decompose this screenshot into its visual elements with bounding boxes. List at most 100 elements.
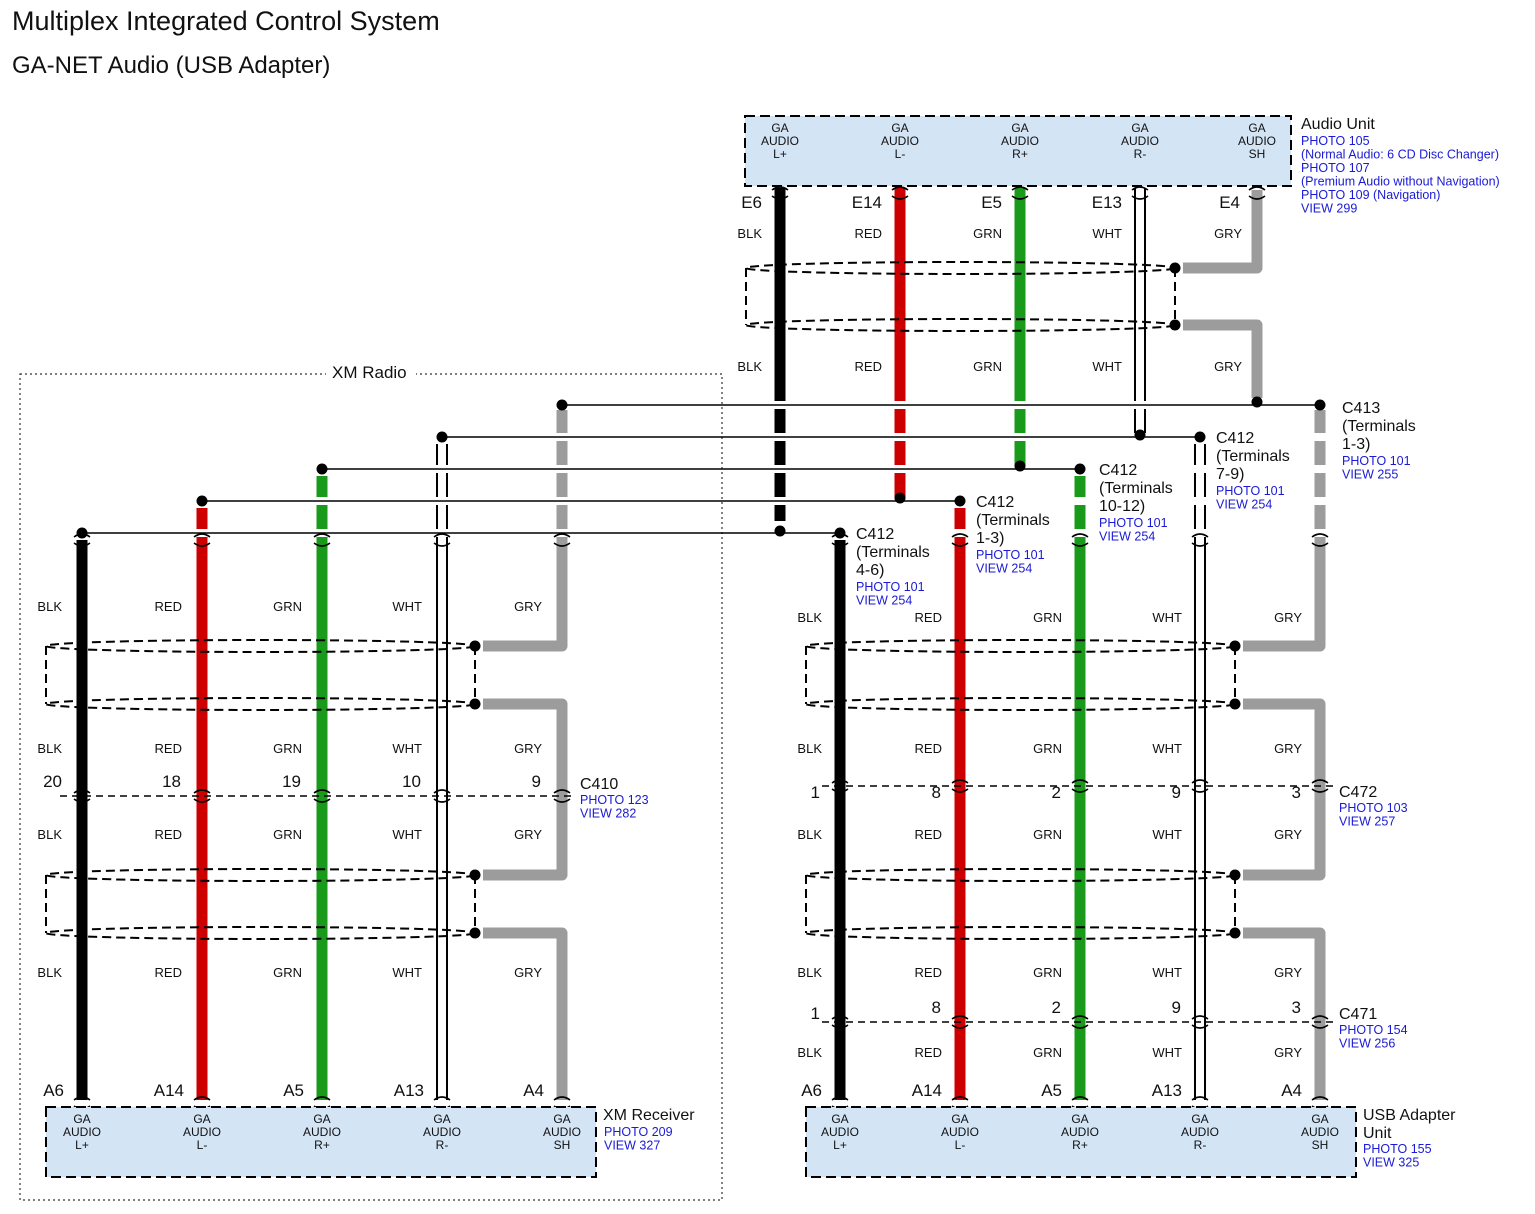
- xm-upper-shield-bottom-ring: [45, 697, 476, 711]
- usb-adapter-pin-marks-mark-1-upper: [831, 1096, 849, 1101]
- audio-color-upper-blk: BLK: [737, 226, 762, 241]
- audio-unit-ref-5: PHOTO 109 (Navigation): [1301, 188, 1440, 202]
- usb-top-marks-mark-3-lower: [1071, 542, 1089, 547]
- xm-upper-shield-drain-top-dot: [469, 640, 481, 652]
- audio-unit-box: [744, 115, 1292, 187]
- audio-unit-name: Audio Unit: [1301, 116, 1375, 133]
- usb-adapter-terminal-4-line-1: GA: [1191, 1112, 1208, 1126]
- xm-color-label-row-3-wht: WHT: [392, 827, 422, 842]
- usb-upper-shield-drain-bottom-dot: [1229, 698, 1241, 710]
- splice-1-ref-1: PHOTO 101: [1342, 454, 1411, 468]
- usb-adapter-terminal-3-line-3: R+: [1072, 1138, 1088, 1152]
- c471-pin-marks-mark-4-lower: [1191, 1024, 1209, 1029]
- audio-unit-pin-5: E4: [1219, 193, 1240, 212]
- splice-5-name-line-2: (Terminals: [856, 544, 930, 561]
- usb-adapter-terminal-2-line-1: GA: [951, 1112, 968, 1126]
- xm-color-label-row-3-grn: GRN: [273, 827, 302, 842]
- splice-4-ref-2: VIEW 254: [976, 562, 1032, 576]
- splice-1-name-line-2: (Terminals: [1342, 418, 1416, 435]
- c471-pin-marks-mark-1-upper: [831, 1015, 849, 1020]
- usb-adapter-terminal-3-line-1: GA: [1071, 1112, 1088, 1126]
- c471-pin-5: 3: [1292, 998, 1301, 1017]
- usb-adapter-ref-1: PHOTO 155: [1363, 1142, 1432, 1156]
- usb-lower-shield-drain-bottom: [1243, 927, 1326, 983]
- xm-color-label-row-1-blk: BLK: [37, 599, 62, 614]
- usb-lower-shield-top-ring: [805, 868, 1236, 882]
- splice-dot-grn-audio: [1014, 460, 1026, 472]
- splice-dot-wht-xm: [436, 431, 448, 443]
- usb-color-label-row-1-gry: GRY: [1274, 610, 1302, 625]
- c472-pin-marks-mark-1-upper: [831, 779, 849, 784]
- usb-upper-shield-top-ring: [805, 639, 1236, 653]
- usb-color-label-row-5-gry: GRY: [1274, 1045, 1302, 1060]
- usb-top-marks-mark-5-lower: [1311, 542, 1329, 547]
- splice-2-name-line-3: 7-9): [1216, 466, 1244, 483]
- c472-pin-marks-mark-2-upper: [951, 779, 969, 784]
- audio-unit-pin-3: E5: [981, 193, 1002, 212]
- usb-top-marks-mark-4-upper: [1191, 533, 1209, 538]
- c472-pin-marks-mark-4-lower: [1191, 788, 1209, 793]
- c410-pin-marks-mark-1-lower: [73, 798, 91, 803]
- audio-unit-shield-bottom-ring: [745, 318, 1176, 332]
- splice-4-name-line-2: (Terminals: [976, 512, 1050, 529]
- xm-upper-shield-drain-bottom: [483, 698, 568, 754]
- audio-unit-terminal-1-line-2: AUDIO: [761, 134, 799, 148]
- splice-3-name-line-3: 10-12): [1099, 498, 1145, 515]
- c471-ref-2: VIEW 256: [1339, 1037, 1395, 1051]
- xm-receiver-pin-marks-mark-2-upper: [193, 1096, 211, 1101]
- audio-unit-pin-1: E6: [741, 193, 762, 212]
- usb-color-label-row-1-blk: BLK: [797, 610, 822, 625]
- splice-3-name-line-2: (Terminals: [1099, 480, 1173, 497]
- c410-pin-4: 10: [402, 772, 421, 791]
- xm-receiver-terminal-2-line-1: GA: [193, 1112, 210, 1126]
- usb-color-label-row-1-grn: GRN: [1033, 610, 1062, 625]
- splice-dot-red-usb: [954, 495, 966, 507]
- usb-adapter-pin-marks-mark-5-upper: [1311, 1096, 1329, 1101]
- c410-pin-marks-mark-2-lower: [193, 798, 211, 803]
- usb-lower-shield: [805, 868, 1236, 940]
- c471-pin-marks-mark-2-upper: [951, 1015, 969, 1020]
- c472-pin-2: 8: [932, 783, 941, 802]
- usb-lower-shield-drain-top-dot: [1229, 869, 1241, 881]
- usb-adapter-terminal-3-line-2: AUDIO: [1061, 1125, 1099, 1139]
- c471-pin-marks-mark-2-lower: [951, 1024, 969, 1029]
- xm-receiver-pin-marks-mark-3-upper: [313, 1096, 331, 1101]
- xm-color-label-row-2-red: RED: [155, 741, 182, 756]
- audio-unit-pin-marks-mark-2-lower: [891, 195, 909, 200]
- splice-dot-wht-usb: [1194, 431, 1206, 443]
- usb-color-label-row-4-red: RED: [915, 965, 942, 980]
- usb-adapter-pin-2: A14: [912, 1081, 942, 1100]
- splice-5-name-line-3: 4-6): [856, 562, 884, 579]
- xm-top-marks-mark-4-lower: [433, 542, 451, 547]
- audio-unit-terminal-3-line-1: GA: [1011, 121, 1028, 135]
- splice-5-name-line-1: C412: [856, 526, 894, 543]
- c471-pin-3: 2: [1052, 998, 1061, 1017]
- c471-pin-1: 1: [811, 1004, 820, 1023]
- usb-color-label-row-4-wht: WHT: [1152, 965, 1182, 980]
- xm-color-label-row-1-gry: GRY: [514, 599, 542, 614]
- usb-adapter-terminal-1-line-1: GA: [831, 1112, 848, 1126]
- audio-unit-terminal-4-line-2: AUDIO: [1121, 134, 1159, 148]
- usb-adapter-terminal-2-line-2: AUDIO: [941, 1125, 979, 1139]
- audio-unit-ref-4: (Premium Audio without Navigation): [1301, 175, 1500, 189]
- usb-adapter-terminal-1-line-3: L+: [833, 1138, 847, 1152]
- xm-lower-shield-drain-bottom: [483, 927, 568, 983]
- usb-lower-shield-drain-bottom-dot: [1229, 927, 1241, 939]
- splice-dot-wht-audio: [1134, 429, 1146, 441]
- xm-color-label-row-2-wht: WHT: [392, 741, 422, 756]
- xm-receiver-terminal-4-line-1: GA: [433, 1112, 450, 1126]
- xm-color-label-row-2-gry: GRY: [514, 741, 542, 756]
- audio-unit-pin-2: E14: [852, 193, 882, 212]
- audio-color-lower-wht: WHT: [1092, 359, 1122, 374]
- c471-pin-4: 9: [1172, 998, 1181, 1017]
- xm-receiver-terminal-1-line-2: AUDIO: [63, 1125, 101, 1139]
- audio-unit-ref-3: PHOTO 107: [1301, 161, 1370, 175]
- audio-color-upper-red: RED: [855, 226, 882, 241]
- xm-color-label-row-1-red: RED: [155, 599, 182, 614]
- xm-receiver-terminal-5-line-1: GA: [553, 1112, 570, 1126]
- usb-color-label-row-3-red: RED: [915, 827, 942, 842]
- splice-3-ref-1: PHOTO 101: [1099, 516, 1168, 530]
- usb-top-marks-mark-2-upper: [951, 533, 969, 538]
- usb-top-marks-mark-4-lower: [1191, 542, 1209, 547]
- xm-receiver-terminal-1-line-3: L+: [75, 1138, 89, 1152]
